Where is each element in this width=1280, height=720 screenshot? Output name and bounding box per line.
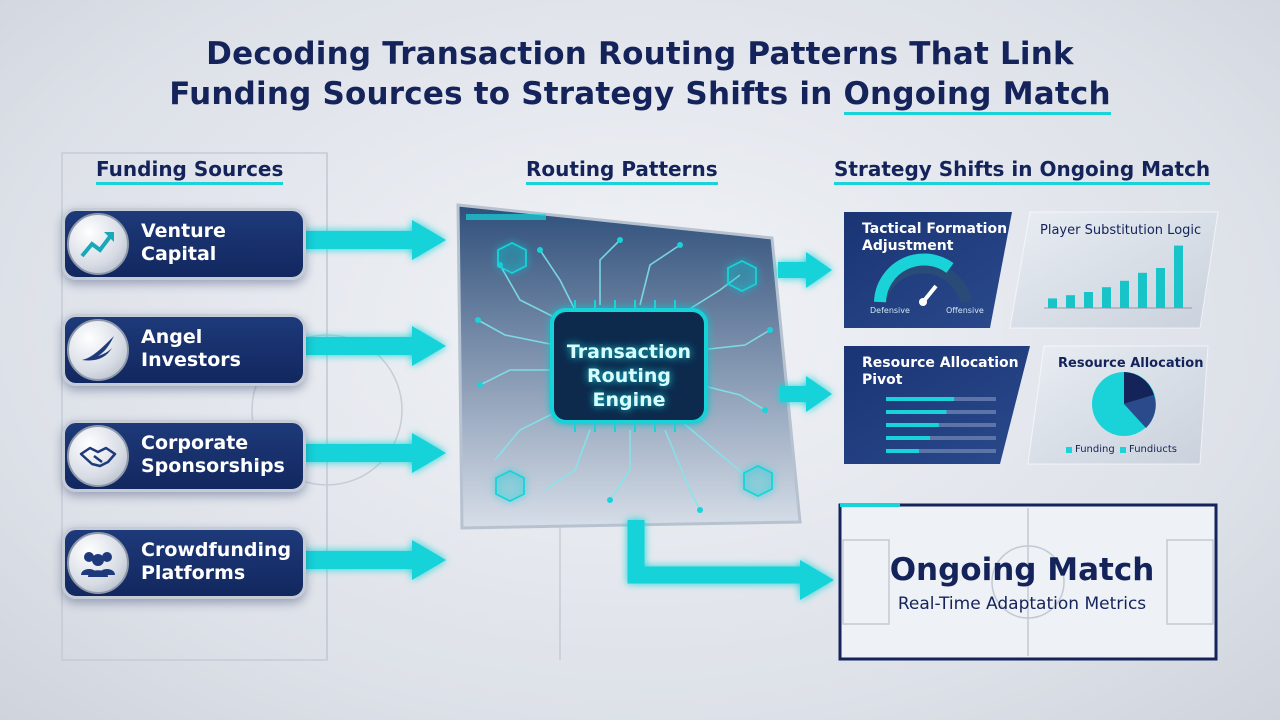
page-title-line2: Funding Sources to Strategy Shifts in On… — [0, 76, 1280, 115]
pivot-title-line1: Resource Allocation — [862, 355, 1019, 371]
handshake-icon — [67, 425, 129, 487]
source-arrows — [302, 220, 446, 580]
data-cubes — [495, 241, 773, 503]
source-label-line2: Investors — [141, 349, 241, 371]
pivot-card — [844, 346, 1030, 464]
pivot-bar — [886, 436, 930, 440]
substitution-bar — [1138, 272, 1147, 308]
output-arrows — [627, 252, 834, 600]
substitution-bar — [1120, 280, 1129, 308]
arrow-to-match — [627, 520, 834, 600]
engine-label-line2: Routing — [587, 365, 671, 387]
tactical-card — [844, 212, 1012, 328]
column-header-routing: Routing Patterns — [526, 157, 718, 185]
substitution-card-title: Player Substitution Logic — [1040, 223, 1202, 238]
arrow-corporate — [302, 433, 446, 473]
routing-engine-panel — [456, 203, 802, 530]
allocation-pie — [1092, 372, 1156, 436]
pivot-bar — [886, 449, 919, 453]
page-title-line2-prefix: Funding Sources to Strategy Shifts in — [169, 76, 844, 112]
pivot-bar-track — [886, 436, 996, 440]
page-title-line1: Decoding Transaction Routing Patterns Th… — [206, 36, 1074, 72]
allocation-legend-2: Fundiucts — [1129, 444, 1177, 455]
pivot-bar — [886, 397, 955, 401]
wing-icon — [67, 319, 129, 381]
people-group-icon — [67, 532, 129, 594]
arrow-venture — [302, 220, 446, 260]
allocation-card — [1027, 345, 1209, 465]
substitution-bar — [1066, 295, 1075, 308]
substitution-bar — [1048, 298, 1057, 308]
substitution-card — [1009, 211, 1219, 329]
allocation-card-title: Resource Allocation — [1058, 356, 1204, 371]
source-label-line1: Angel — [141, 326, 203, 348]
gauge-right-label: Offensive — [946, 306, 984, 315]
pivot-bar — [886, 410, 947, 414]
ongoing-match-box — [838, 503, 1218, 661]
pivot-card-title: Resource Allocation Pivot — [862, 355, 1019, 389]
pivot-bar-track — [886, 423, 996, 427]
column-header-strategy: Strategy Shifts in Ongoing Match — [834, 157, 1211, 185]
substitution-bar — [1102, 287, 1111, 308]
arrow-to-tactical — [778, 252, 832, 288]
engine-label-line3: Engine — [592, 389, 666, 411]
ongoing-match-subtitle: Real-Time Adaptation Metrics — [897, 594, 1147, 614]
substitution-bar — [1084, 292, 1093, 308]
column-header-funding: Funding Sources — [96, 157, 284, 185]
gauge-left-label: Defensive — [870, 306, 910, 315]
source-label-line2: Sponsorships — [141, 455, 285, 477]
substitution-bar — [1174, 245, 1183, 308]
pitch-lines — [61, 152, 561, 661]
source-label-line1: Crowdfunding — [141, 539, 292, 561]
source-label-line1: Venture — [141, 220, 226, 242]
engine-label-line1: Transaction — [566, 341, 692, 363]
source-label-line2: Platforms — [141, 562, 246, 584]
source-label-line1: Corporate — [141, 432, 249, 454]
tactical-title-line1: Tactical Formation — [862, 221, 1008, 237]
substitution-bars — [1048, 245, 1183, 308]
pivot-bar — [886, 423, 939, 427]
growth-chart-icon — [67, 213, 129, 275]
pivot-bars — [886, 397, 996, 453]
source-label-line2: Capital — [141, 243, 217, 265]
arrow-angel — [302, 326, 446, 366]
tactical-title-line2: Adjustment — [862, 238, 954, 254]
page-title-highlight: Ongoing Match — [843, 76, 1111, 115]
substitution-bar — [1156, 268, 1165, 308]
arrow-to-pivot — [780, 376, 832, 412]
arrow-crowdfunding — [302, 540, 446, 580]
allocation-legend-1: Funding — [1075, 444, 1115, 455]
ongoing-match-title: Ongoing Match — [889, 552, 1155, 588]
tactical-card-title: Tactical Formation Adjustment — [862, 221, 1007, 255]
engine-label: Transaction Routing Engine — [556, 340, 702, 412]
pivot-title-line2: Pivot — [862, 372, 903, 388]
pivot-bar-track — [886, 449, 996, 453]
